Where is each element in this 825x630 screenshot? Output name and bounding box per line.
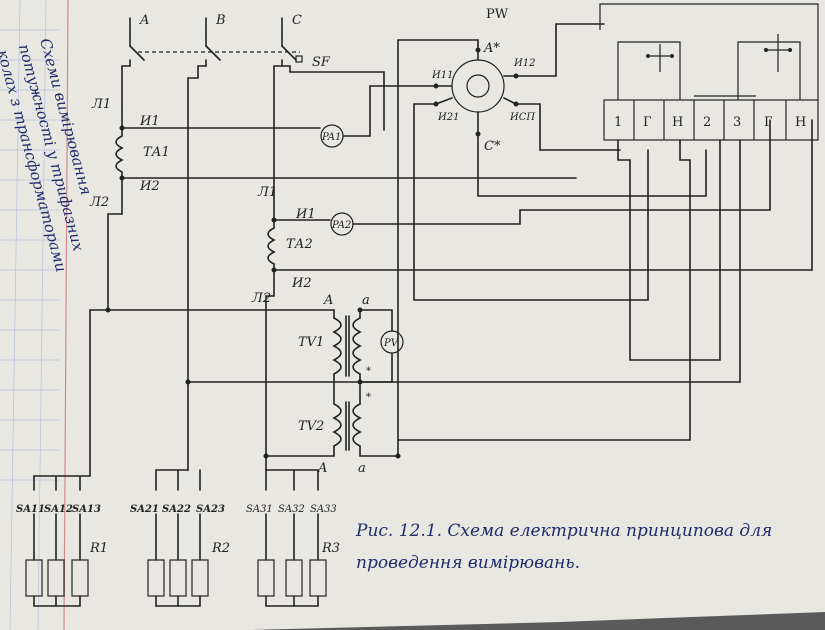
switch-sa12: SA12 [44,504,73,515]
vt-tv1: A a TV1 * [107,293,371,383]
vt1-A: A [323,293,333,308]
vt1-label: TV1 [298,335,324,350]
ct1-l2: Л2 [89,195,109,210]
caption-line-2: проведення вимірювань. [356,553,580,573]
load-group-3: SA31 SA32 SA33 R3 [246,469,340,607]
load-group-1: SA11 SA12 SA13 R1 [16,475,108,607]
ct2-i1: И1 [295,207,316,222]
terminal-a-star: A* [483,41,500,56]
ct1-l1: Л1 [91,97,111,112]
terminal-g2: Г [764,115,773,130]
switch-sa31: SA31 [246,504,273,515]
caption-line-1: Рис. 12.1. Схема електрична принципова д… [355,521,772,541]
phase-label-a: A [139,13,149,28]
wattmeter-label: PW [486,7,509,22]
load-r2: R2 [211,541,230,556]
vt2-A: A [317,461,327,476]
switch-sa21: SA21 [130,504,159,515]
vt2-star: * [366,392,371,403]
switch-sa11: SA11 [16,504,45,515]
voltmeter-pv: PV [383,338,400,349]
vt2-a: a [358,461,366,476]
terminal-g1: Г [643,115,652,130]
terminal-3: 3 [733,115,741,130]
terminal-block: 1 Г Н 2 3 Г Н [599,3,819,141]
notebook-grid [0,0,69,630]
terminal-i12: И12 [513,58,535,69]
phase-label-b: B [215,13,226,28]
terminal-2: 2 [703,115,711,130]
vt2-label: TV2 [298,419,324,434]
vt-tv2: * TV2 A a [265,381,399,476]
terminal-i11: И11 [431,70,453,81]
switch-sa13: SA13 [72,504,101,515]
ct2-l1: Л1 [257,185,277,200]
ct-ta1: Л1 И1 ТА1 И2 Л2 [89,97,170,477]
switch-sa22: SA22 [162,504,191,515]
wattmeter-pw: PW A* C* И11 И21 И12 ИСП [431,7,535,154]
terminal-n1: Н [672,115,683,130]
ct2-l2: Л2 [251,291,271,306]
load-r1: R1 [89,541,108,556]
switch-sa32: SA32 [278,504,305,515]
switch-sa33: SA33 [310,504,337,515]
load-group-2: SA21 SA22 SA23 R2 [130,469,230,607]
ct2-i2: И2 [291,276,312,291]
terminal-c-star: C* [484,139,501,154]
terminal-i21: И21 [437,112,459,123]
vt1-a: a [362,293,370,308]
breaker-sf: SF [129,33,331,70]
phase-label-c: C [292,13,302,28]
ct1-label: ТА1 [143,145,170,160]
terminal-1: 1 [614,115,622,130]
terminal-isp: ИСП [509,112,535,123]
ct-ta2: Л1 И1 ТА2 И2 Л2 [251,185,316,471]
breaker-label: SF [312,55,331,70]
ct1-i2: И2 [139,179,160,194]
load-r3: R3 [321,541,340,556]
ct1-i1: И1 [139,114,160,129]
switch-sa23: SA23 [196,504,225,515]
ammeter-pa1: PA1 [321,132,341,143]
ammeter-pa2: PA2 [331,220,351,231]
terminal-n2: Н [795,115,806,130]
vt1-star: * [366,366,371,377]
ct2-label: ТА2 [286,237,313,252]
